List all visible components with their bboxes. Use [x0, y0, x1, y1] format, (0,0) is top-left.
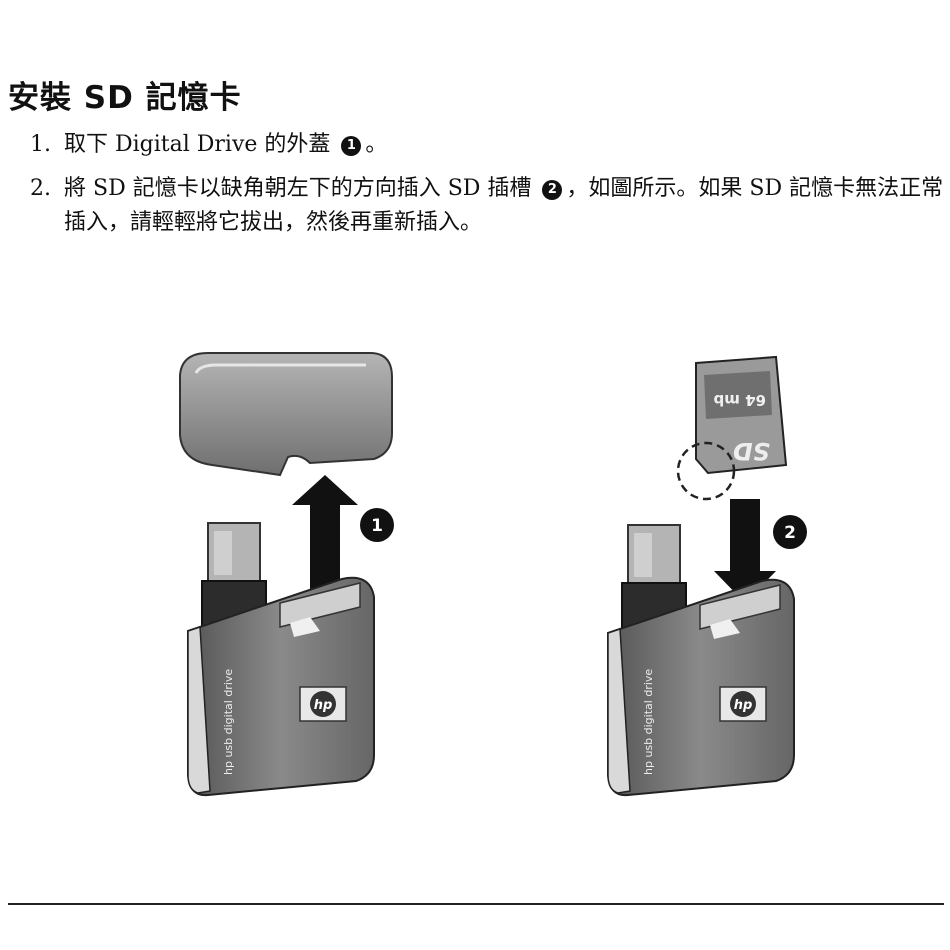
step-number: 2.: [30, 172, 51, 206]
hp-logo: hp: [300, 687, 346, 721]
svg-text:hp usb digital drive: hp usb digital drive: [642, 669, 655, 775]
page-heading: 安裝 SD 記憶卡: [8, 72, 242, 117]
callout-2-icon: 2: [542, 180, 562, 200]
figure-callout-2-icon: 2: [773, 515, 807, 549]
bottom-divider: [8, 903, 944, 905]
step-text: 取下 Digital Drive 的外蓋: [64, 132, 330, 157]
figure-callout-1-icon: 1: [360, 508, 394, 542]
insert-card-illustration: 64 mb SD 2 hp usb digital drive hp: [580, 335, 840, 805]
instruction-steps: 1. 取下 Digital Drive 的外蓋 1。 2. 將 SD 記憶卡以缺…: [30, 128, 945, 240]
svg-text:hp usb digital drive: hp usb digital drive: [222, 669, 235, 775]
drive-cover: [180, 353, 392, 475]
svg-text:SD: SD: [733, 437, 770, 465]
hp-logo: hp: [720, 687, 766, 721]
svg-text:hp: hp: [314, 698, 333, 713]
callout-1-icon: 1: [341, 136, 361, 156]
step-text: 將 SD 記憶卡以缺角朝左下的方向插入 SD 插槽: [64, 176, 531, 201]
step-2: 2. 將 SD 記憶卡以缺角朝左下的方向插入 SD 插槽 2，如圖所示。如果 S…: [30, 172, 945, 240]
svg-text:1: 1: [371, 516, 383, 536]
svg-text:hp: hp: [734, 698, 753, 713]
svg-text:2: 2: [784, 523, 796, 543]
step-text-end: 。: [365, 132, 387, 157]
step-1: 1. 取下 Digital Drive 的外蓋 1。: [30, 128, 945, 162]
step-number: 1.: [30, 128, 51, 162]
remove-cover-illustration: 1 hp usb digital drive hp: [160, 335, 420, 805]
sd-card: 64 mb SD: [696, 357, 786, 473]
svg-text:64 mb: 64 mb: [713, 391, 766, 409]
